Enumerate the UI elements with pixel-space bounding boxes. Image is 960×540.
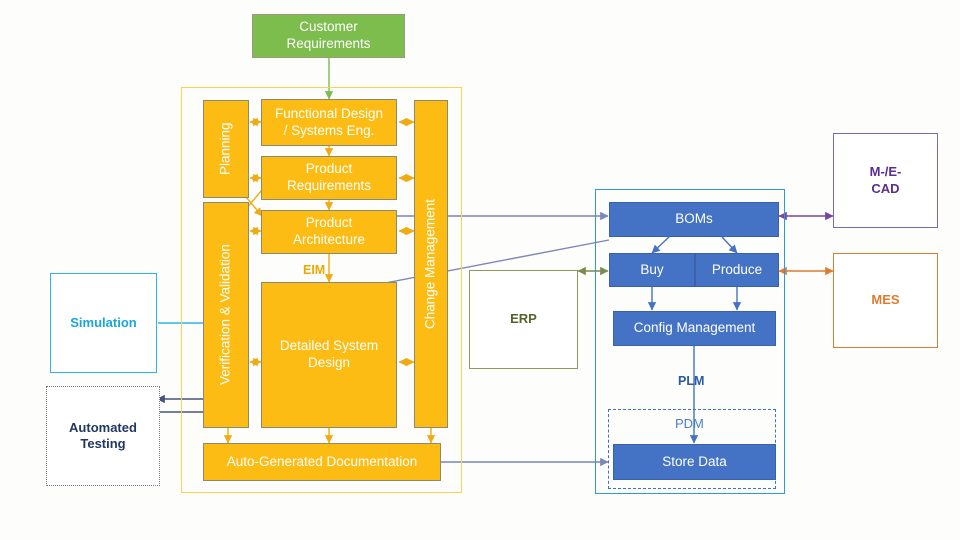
automated-testing-label-line1: Automated	[69, 419, 137, 435]
node-product-requirements[interactable]: Product Requirements	[261, 156, 397, 200]
erp-label: ERP	[510, 311, 537, 327]
simulation-label: Simulation	[70, 314, 137, 330]
change-management-label: Change Management	[422, 199, 438, 329]
node-mcad-ecad[interactable]: M-/E- CAD	[833, 133, 938, 228]
node-planning[interactable]: Planning	[203, 100, 249, 198]
product-architecture-label-line2: Architecture	[292, 232, 366, 247]
product-requirements-label-line2: Requirements	[286, 178, 372, 193]
node-customer-requirements[interactable]: Customer Requirements	[252, 14, 405, 58]
node-detailed-system-design[interactable]: Detailed System Design	[261, 282, 397, 428]
mes-label: MES	[871, 292, 900, 308]
buy-label: Buy	[640, 261, 664, 277]
node-auto-generated-documentation[interactable]: Auto-Generated Documentation	[203, 443, 441, 481]
customer-requirements-label-line1: Customer	[299, 19, 358, 35]
node-produce[interactable]: Produce	[695, 253, 779, 287]
node-change-management[interactable]: Change Management	[414, 100, 448, 428]
node-product-architecture[interactable]: Product Architecture	[261, 210, 397, 254]
detailed-system-design-label-line1: Detailed System	[279, 338, 379, 354]
verification-validation-label: Verification & Validation	[217, 244, 233, 386]
boms-label: BOMs	[675, 211, 713, 227]
node-verification-validation[interactable]: Verification & Validation	[203, 202, 249, 428]
pdm-label: PDM	[675, 416, 704, 431]
planning-label: Planning	[217, 122, 233, 176]
node-store-data[interactable]: Store Data	[613, 444, 776, 480]
plm-container	[595, 189, 785, 494]
eim-label: EIM	[303, 263, 326, 277]
node-simulation[interactable]: Simulation	[50, 273, 157, 373]
auto-generated-documentation-label: Auto-Generated Documentation	[226, 453, 418, 469]
automated-testing-label-line2: Testing	[80, 436, 126, 451]
node-mes[interactable]: MES	[833, 253, 938, 348]
eim-container	[181, 87, 462, 493]
node-functional-design[interactable]: Functional Design / Systems Eng.	[261, 99, 397, 146]
plm-label: PLM	[678, 374, 705, 388]
node-erp[interactable]: ERP	[469, 270, 578, 369]
produce-label: Produce	[711, 261, 763, 277]
customer-requirements-label-line2: Requirements	[286, 36, 371, 51]
product-architecture-label-line1: Product	[305, 215, 353, 231]
mcad-ecad-label-line1: M-/E-	[869, 164, 902, 180]
store-data-label: Store Data	[662, 453, 727, 469]
detailed-system-design-label-line2: Design	[307, 355, 351, 370]
functional-design-label-line2: / Systems Eng.	[283, 122, 375, 138]
config-management-label: Config Management	[633, 320, 756, 336]
mcad-ecad-label-line2: CAD	[871, 180, 900, 196]
product-requirements-label-line1: Product	[305, 161, 353, 177]
node-buy[interactable]: Buy	[609, 253, 695, 287]
node-config-management[interactable]: Config Management	[613, 311, 776, 346]
functional-design-label-line1: Functional Design	[274, 105, 384, 121]
node-automated-testing[interactable]: Automated Testing	[46, 386, 160, 486]
node-boms[interactable]: BOMs	[609, 202, 779, 237]
